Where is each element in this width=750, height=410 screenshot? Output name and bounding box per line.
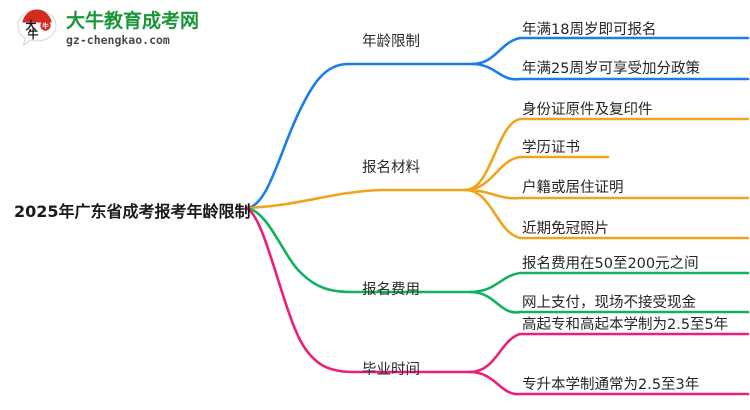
- branch-label-graduation[interactable]: 毕业时间: [362, 362, 420, 378]
- curve-root-to-branch-age: [244, 62, 474, 210]
- root-node-label[interactable]: 2025年广东省成考报考年龄限制: [14, 202, 251, 221]
- curve-branch-materials-to-leaf-1: [463, 117, 750, 192]
- leaf-label-photo[interactable]: 近期免冠照片: [522, 221, 609, 237]
- curve-branch-graduation-to-leaf-1: [468, 332, 750, 374]
- curve-root-to-branch-graduation: [244, 206, 472, 374]
- site-logo[interactable]: 牛 大 牛 大牛教育成考网 gz-chengkao.com: [14, 6, 199, 52]
- curve-branch-materials-to-leaf-4: [463, 188, 750, 240]
- curve-branch-fee-to-leaf-2: [468, 290, 750, 314]
- branch-label-age-limit[interactable]: 年龄限制: [362, 34, 420, 50]
- curve-branch-materials-to-leaf-2: [463, 155, 610, 192]
- logo-title: 大牛教育成考网: [66, 9, 200, 32]
- leaf-label-gaoqi-duration[interactable]: 高起专和高起本学制为2.5至5年: [522, 317, 729, 333]
- logo-text-block: 大牛教育成考网 gz-chengkao.com: [66, 9, 200, 47]
- branch-label-fee[interactable]: 报名费用: [362, 282, 420, 298]
- leaf-label-online-payment[interactable]: 网上支付，现场不接受现金: [522, 295, 696, 311]
- curve-branch-graduation-to-leaf-2: [468, 370, 750, 396]
- leaf-label-id-card[interactable]: 身份证原件及复印件: [522, 102, 653, 118]
- curve-root-to-branch-fee: [244, 206, 472, 294]
- curve-root-to-branch-materials: [244, 188, 467, 210]
- curve-branch-age-to-leaf-2: [470, 62, 750, 81]
- leaf-label-age-18[interactable]: 年满18周岁即可报名: [522, 22, 657, 38]
- leaf-label-residence-proof[interactable]: 户籍或居住证明: [522, 180, 624, 196]
- leaf-label-age-25[interactable]: 年满25周岁可享受加分政策: [522, 61, 700, 77]
- svg-text:牛: 牛: [28, 27, 39, 41]
- svg-text:牛: 牛: [42, 21, 49, 30]
- logo-domain: gz-chengkao.com: [66, 32, 170, 47]
- leaf-label-zhuansheng-duration[interactable]: 专升本学制通常为2.5至3年: [522, 377, 700, 393]
- svg-text:大: 大: [26, 18, 37, 32]
- logo-mark-icon: 牛 大 牛: [14, 6, 60, 52]
- curve-branch-age-to-leaf-1: [470, 36, 750, 66]
- branch-label-materials[interactable]: 报名材料: [362, 160, 420, 176]
- curve-branch-fee-to-leaf-1: [468, 271, 750, 294]
- leaf-label-fee-range[interactable]: 报名费用在50至200元之间: [522, 256, 699, 272]
- leaf-label-diploma[interactable]: 学历证书: [522, 140, 580, 156]
